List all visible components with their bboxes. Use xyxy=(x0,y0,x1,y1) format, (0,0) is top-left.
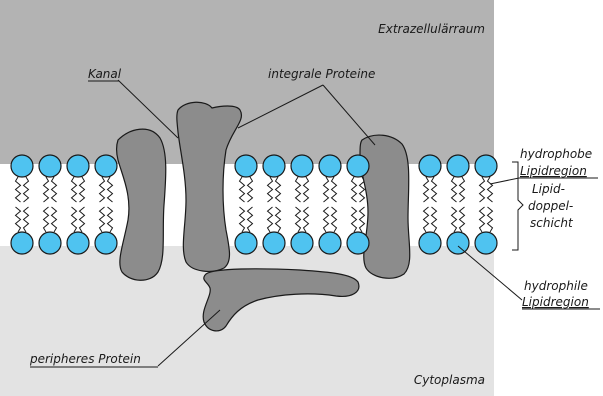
lipid-head-inner xyxy=(263,232,285,254)
hydrophobic-leader xyxy=(490,178,519,184)
channel-label: Kanal xyxy=(88,67,122,81)
integral-proteins-label: integrale Proteine xyxy=(268,67,375,81)
lipid-head-inner xyxy=(39,232,61,254)
lipid-head-outer xyxy=(475,155,497,177)
lipid-head-inner xyxy=(11,232,33,254)
lipid-head-inner xyxy=(291,232,313,254)
bilayer-label-line1: Lipid- xyxy=(532,182,565,196)
lipid-head-inner xyxy=(447,232,469,254)
lipid-head-outer xyxy=(319,155,341,177)
peripheral-protein-label: peripheres Protein xyxy=(29,352,141,366)
lipid-head-inner xyxy=(347,232,369,254)
lipid-head-outer xyxy=(419,155,441,177)
hydrophobic-label-line1: hydrophobe xyxy=(520,147,592,161)
hydrophilic-label-line1: hydrophile xyxy=(524,279,588,293)
lipid-head-inner xyxy=(319,232,341,254)
bilayer-label-line3: schicht xyxy=(530,216,574,230)
lipid-head-outer xyxy=(447,155,469,177)
bilayer-label-line2: doppel- xyxy=(528,199,573,213)
lipid-head-outer xyxy=(235,155,257,177)
lipid-head-inner xyxy=(235,232,257,254)
cytoplasm-label: Cytoplasma xyxy=(414,373,485,387)
hydrophobic-label-line2: Lipidregion xyxy=(520,164,587,178)
lipid-head-inner xyxy=(475,232,497,254)
integral-protein xyxy=(360,135,410,278)
hydrophilic-label-line2: Lipidregion xyxy=(522,295,589,309)
lipid-head-inner xyxy=(67,232,89,254)
lipid-head-outer xyxy=(67,155,89,177)
lipid-head-outer xyxy=(347,155,369,177)
extracellular-label: Extrazellulärraum xyxy=(378,22,485,36)
lipid-head-outer xyxy=(291,155,313,177)
lipid-head-outer xyxy=(39,155,61,177)
lipid-head-inner xyxy=(419,232,441,254)
lipid-head-outer xyxy=(95,155,117,177)
lipid-head-outer xyxy=(263,155,285,177)
lipid-head-inner xyxy=(95,232,117,254)
lipid-head-outer xyxy=(11,155,33,177)
